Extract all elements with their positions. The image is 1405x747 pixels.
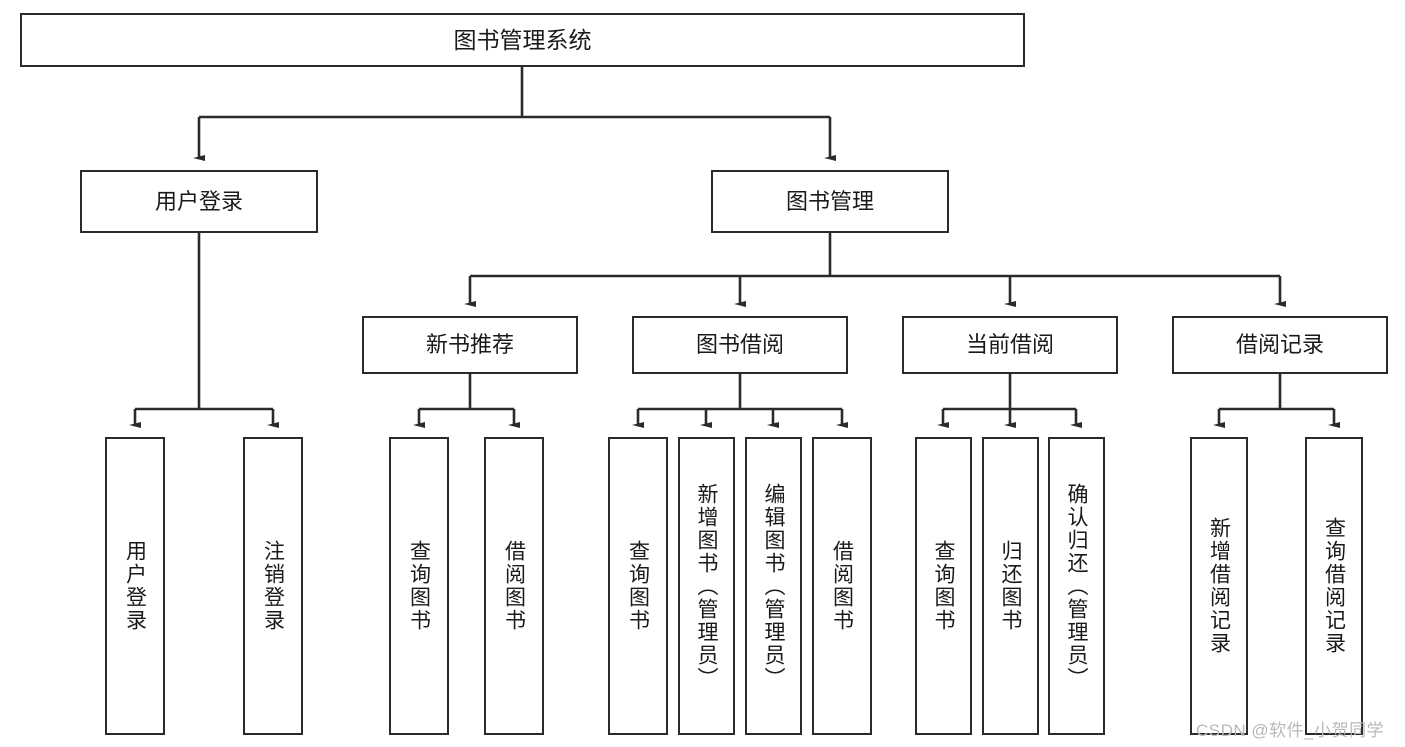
node-leaf-query-record-label: 查询借阅记录	[1322, 517, 1346, 655]
node-leaf-add-record[interactable]: 新增借阅记录	[1190, 437, 1248, 735]
node-leaf-borrow-book-1[interactable]: 借阅图书	[484, 437, 544, 735]
node-leaf-borrow-book-1-label: 借阅图书	[502, 540, 526, 632]
node-book-manage[interactable]: 图书管理	[711, 170, 949, 233]
node-leaf-query-book-3[interactable]: 查询图书	[915, 437, 972, 735]
node-leaf-return-book-label: 归还图书	[999, 540, 1023, 632]
node-leaf-borrow-book-2-label: 借阅图书	[830, 540, 854, 632]
node-root[interactable]: 图书管理系统	[20, 13, 1025, 67]
node-book-borrow-label: 图书借阅	[695, 332, 784, 358]
node-leaf-logout-label: 注销登录	[261, 540, 285, 632]
node-root-label: 图书管理系统	[453, 26, 592, 53]
node-leaf-query-book-3-label: 查询图书	[932, 540, 956, 632]
node-leaf-edit-book-label: 编辑图书（管理员）	[762, 482, 786, 690]
node-borrow-record-label: 借阅记录	[1235, 332, 1324, 358]
node-new-book-rec[interactable]: 新书推荐	[362, 316, 578, 374]
node-leaf-borrow-book-2[interactable]: 借阅图书	[812, 437, 872, 735]
node-new-book-rec-label: 新书推荐	[425, 332, 514, 358]
node-leaf-user-login-label: 用户登录	[123, 540, 147, 632]
node-leaf-add-book[interactable]: 新增图书（管理员）	[678, 437, 735, 735]
node-borrow-record[interactable]: 借阅记录	[1172, 316, 1388, 374]
node-user-login[interactable]: 用户登录	[80, 170, 318, 233]
node-leaf-query-book-1[interactable]: 查询图书	[389, 437, 449, 735]
node-current-borrow-label: 当前借阅	[965, 332, 1054, 358]
node-leaf-query-record[interactable]: 查询借阅记录	[1305, 437, 1363, 735]
node-leaf-add-record-label: 新增借阅记录	[1207, 517, 1231, 655]
node-user-login-label: 用户登录	[154, 188, 243, 214]
node-leaf-query-book-2[interactable]: 查询图书	[608, 437, 668, 735]
node-current-borrow[interactable]: 当前借阅	[902, 316, 1118, 374]
node-leaf-confirm-return[interactable]: 确认归还（管理员）	[1048, 437, 1105, 735]
node-leaf-user-login[interactable]: 用户登录	[105, 437, 165, 735]
csdn-watermark: CSDN @软件_小贺同学	[1196, 721, 1385, 740]
node-leaf-logout[interactable]: 注销登录	[243, 437, 303, 735]
node-leaf-edit-book[interactable]: 编辑图书（管理员）	[745, 437, 802, 735]
node-book-borrow[interactable]: 图书借阅	[632, 316, 848, 374]
node-leaf-return-book[interactable]: 归还图书	[982, 437, 1039, 735]
node-leaf-query-book-2-label: 查询图书	[626, 540, 650, 632]
node-book-manage-label: 图书管理	[785, 188, 874, 214]
node-leaf-query-book-1-label: 查询图书	[407, 540, 431, 632]
node-leaf-confirm-return-label: 确认归还（管理员）	[1065, 482, 1089, 690]
node-leaf-add-book-label: 新增图书（管理员）	[695, 482, 719, 690]
